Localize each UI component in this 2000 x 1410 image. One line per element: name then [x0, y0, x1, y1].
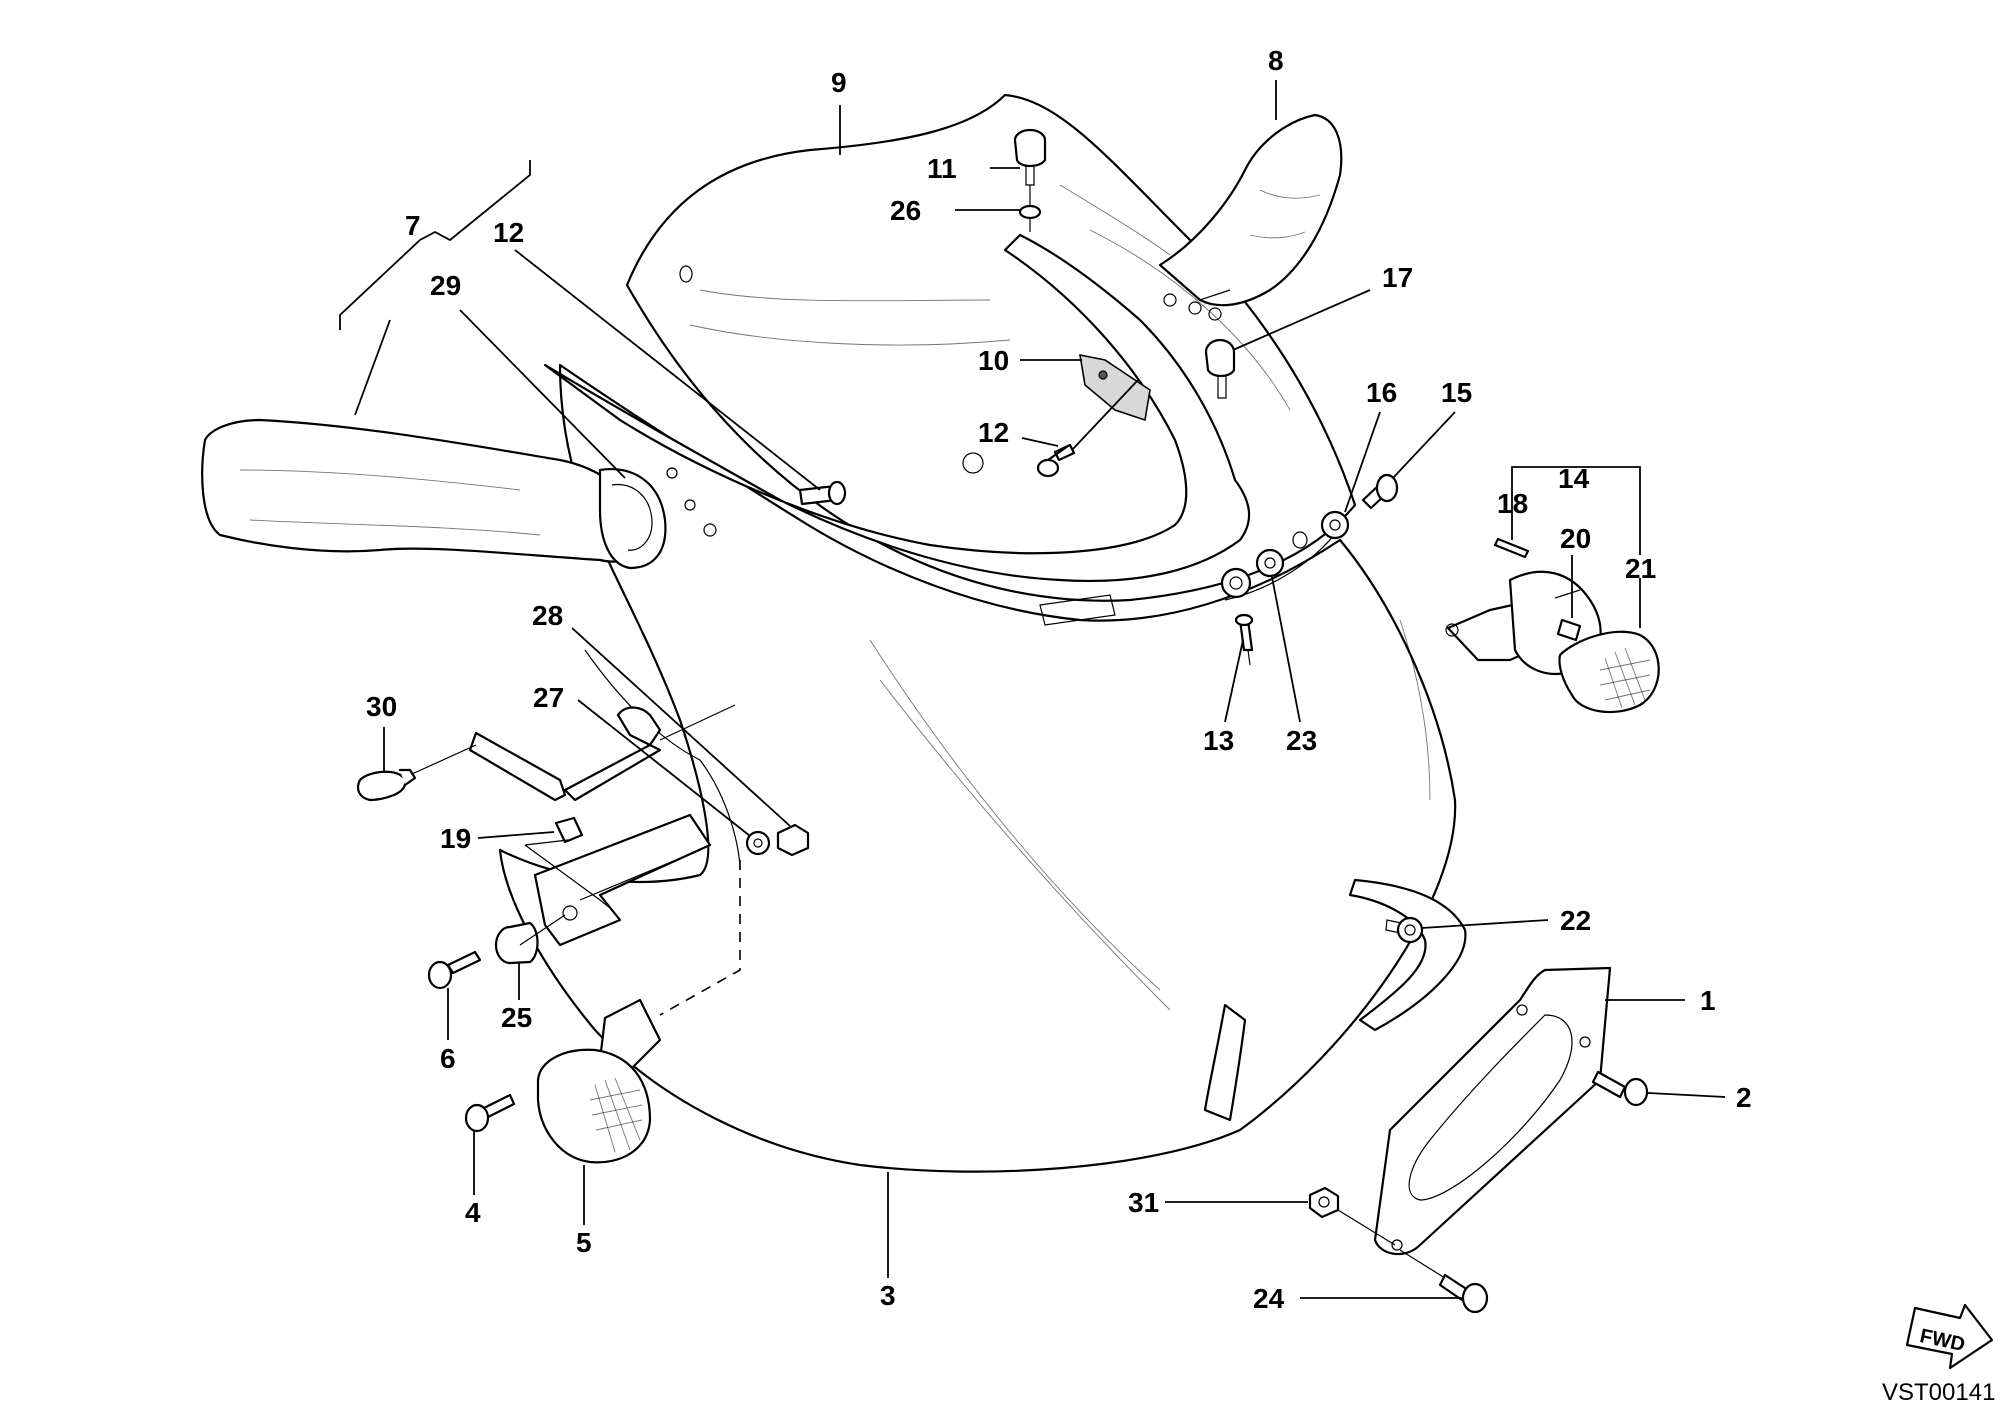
callout-5: 5 [576, 1227, 592, 1258]
washer-26 [1018, 204, 1042, 232]
clip-19 [554, 816, 584, 844]
forward-arrow-icon: FWD [1905, 1303, 1994, 1370]
callout-9: 9 [831, 67, 847, 98]
washer-16 [1292, 510, 1350, 549]
callout-30: 30 [366, 691, 397, 722]
clip-part [1079, 353, 1151, 422]
bolt-6 [427, 950, 482, 990]
callout-25: 25 [501, 1002, 532, 1033]
nut-31 [1308, 1186, 1340, 1219]
callout-29: 29 [430, 270, 461, 301]
washer-23 [1220, 548, 1285, 599]
callout-16: 16 [1366, 377, 1397, 408]
left-turn-signal-part [536, 998, 662, 1164]
windscreen-part [625, 93, 1357, 602]
bolt-24 [1438, 1273, 1489, 1314]
washer-28 [745, 823, 810, 857]
callout-22: 22 [1560, 905, 1591, 936]
stay-bracket-part [468, 704, 736, 802]
callout-18: 18 [1497, 488, 1528, 519]
callout-10: 10 [978, 345, 1009, 376]
callout-8: 8 [1268, 45, 1284, 76]
callout-6: 6 [440, 1043, 456, 1074]
callout-4: 4 [465, 1197, 481, 1228]
knob-11 [1013, 128, 1047, 186]
callout-24: 24 [1253, 1283, 1285, 1314]
right-mirror-part [1158, 113, 1343, 321]
callout-7: 7 [405, 210, 421, 241]
callout-19: 19 [440, 823, 471, 854]
callout-27: 27 [533, 682, 564, 713]
left-mirror-part [201, 418, 667, 570]
leader-lines [339, 80, 1726, 1299]
callout-26: 26 [890, 195, 921, 226]
callout-12-lower: 12 [978, 417, 1009, 448]
callout-15: 15 [1441, 377, 1472, 408]
callout-17: 17 [1382, 262, 1413, 293]
callout-1: 1 [1700, 985, 1716, 1016]
callout-23: 23 [1286, 725, 1317, 756]
mount-arc-part [1203, 878, 1467, 1122]
callout-3: 3 [880, 1280, 896, 1311]
callout-28: 28 [532, 600, 563, 631]
callout-2: 2 [1736, 1082, 1752, 1113]
screw-12-lower [1036, 443, 1076, 478]
callout-20: 20 [1560, 523, 1591, 554]
bolt-4 [464, 1093, 516, 1133]
callout-31: 31 [1128, 1187, 1159, 1218]
right-turn-signal-part [1445, 537, 1660, 714]
bolt-2 [1591, 1070, 1649, 1107]
rivet-30 [356, 768, 417, 802]
diagram-code: VST00141 [1882, 1379, 1995, 1406]
bolt-15 [1361, 473, 1399, 510]
bracket-part [1373, 966, 1612, 1256]
callout-13: 13 [1203, 725, 1234, 756]
knob-17 [1204, 338, 1236, 399]
callout-11: 11 [927, 153, 957, 184]
callout-labels: 1 2 3 4 5 6 7 8 9 10 11 12 12 13 14 15 1… [366, 45, 1752, 1314]
callout-21: 21 [1625, 553, 1656, 584]
callout-14: 14 [1558, 463, 1590, 494]
callout-12-upper: 12 [493, 217, 524, 248]
screw-12-upper [798, 480, 847, 506]
